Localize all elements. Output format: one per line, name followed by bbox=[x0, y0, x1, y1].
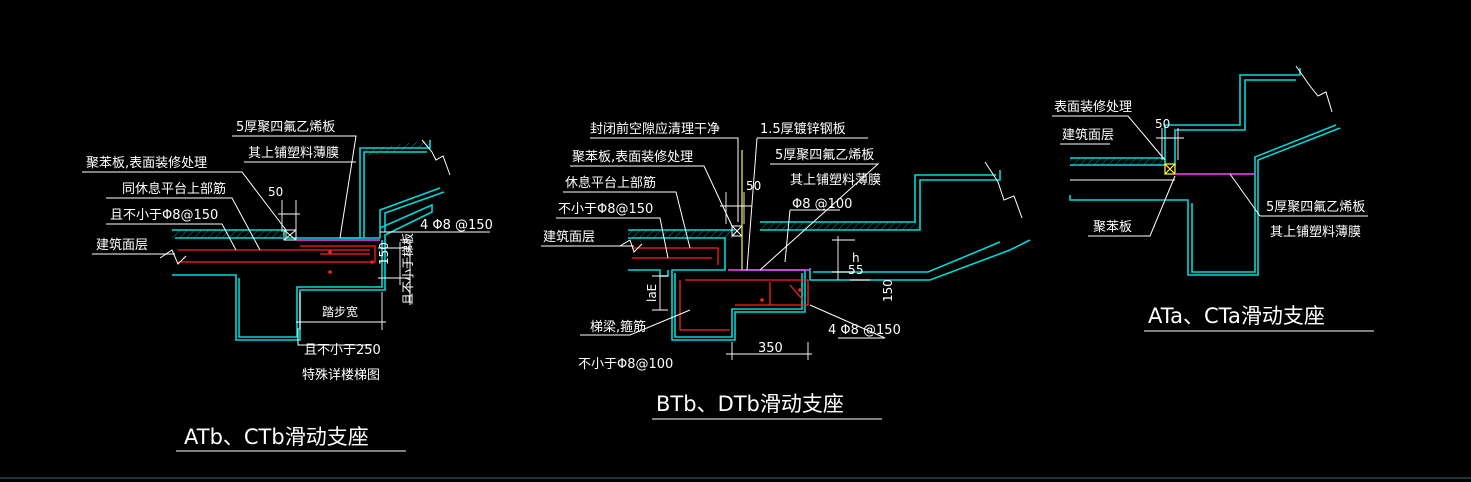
detail-btb: 封闭前空隙应清理干净 1.5厚镀锌钢板 聚苯板,表面装修处理 5厚聚四氟乙烯板 … bbox=[541, 121, 1031, 420]
btb-concrete-outline bbox=[628, 170, 1001, 341]
atb-rebar bbox=[178, 245, 376, 263]
btb-label-floor-layer: 建筑面层 bbox=[543, 229, 595, 245]
btb-label-bar-phi8: Φ8 @100 bbox=[792, 197, 852, 212]
ata-filler bbox=[1164, 163, 1176, 175]
detail-atb: 5厚聚四氟乙烯板 其上铺塑料薄膜 聚苯板,表面装修处理 同休息平台上部筋 50 … bbox=[82, 120, 493, 452]
atb-label-side-note: 且不小于梯板 bbox=[401, 233, 415, 305]
btb-label-la: laE bbox=[645, 284, 659, 302]
btb-label-min-stirrup: 不小于Φ8@100 bbox=[578, 357, 673, 372]
btb-label-dim-350: 350 bbox=[758, 341, 783, 356]
btb-label-ptfe-2: 其上铺塑料薄膜 bbox=[790, 173, 881, 188]
ata-title: ATa、CTa滑动支座 bbox=[1148, 304, 1325, 328]
atb-label-min-250: 且不小于250 bbox=[304, 343, 381, 358]
atb-foam-block bbox=[283, 229, 297, 241]
btb-label-dim-150: 150 bbox=[881, 279, 895, 302]
btb-label-beam-stirrup: 梯梁,箍筋 bbox=[590, 319, 646, 335]
btb-label-min-bar: 不小于Φ8@150 bbox=[558, 202, 653, 217]
atb-title: ATb、CTb滑动支座 bbox=[184, 425, 369, 449]
ata-label-dim-50: 50 bbox=[1155, 117, 1170, 131]
atb-label-ptfe-2: 其上铺塑料薄膜 bbox=[248, 146, 339, 161]
btb-label-gap-clean: 封闭前空隙应清理干净 bbox=[590, 121, 720, 137]
atb-label-step-width: 踏步宽 bbox=[322, 304, 358, 319]
atb-label-same-as-2: 且不小于Φ8@150 bbox=[110, 208, 218, 223]
btb-label-board-finish: 聚苯板,表面装修处理 bbox=[572, 150, 693, 165]
atb-label-dim-150: 150 bbox=[377, 242, 391, 265]
btb-label-ptfe-1: 5厚聚四氟乙烯板 bbox=[775, 148, 874, 163]
detail-ata: 表面装修处理 建筑面层 50 聚苯板 5厚聚四氟乙烯板 其上铺塑料薄膜 ATa、… bbox=[1052, 65, 1374, 332]
atb-label-bar-4: 4 Φ8 @150 bbox=[420, 218, 493, 233]
btb-label-dim-h: h bbox=[852, 251, 860, 265]
ata-label-floor-layer: 建筑面层 bbox=[1062, 127, 1114, 143]
ata-label-surface-finish: 表面装修处理 bbox=[1054, 100, 1132, 115]
atb-label-ptfe-1: 5厚聚四氟乙烯板 bbox=[236, 120, 335, 135]
atb-label-dim-50: 50 bbox=[268, 185, 283, 199]
btb-label-dim-5b: 5 bbox=[856, 263, 864, 277]
btb-label-dim-5: 5 bbox=[848, 263, 856, 277]
btb-label-bar-4: 4 Φ8 @150 bbox=[828, 323, 901, 338]
ata-label-ptfe-1: 5厚聚四氟乙烯板 bbox=[1266, 200, 1365, 215]
atb-label-same-as-1: 同休息平台上部筋 bbox=[122, 181, 226, 197]
ata-label-ptfe-2: 其上铺塑料薄膜 bbox=[1270, 225, 1361, 240]
atb-label-board-finish: 聚苯板,表面装修处理 bbox=[86, 156, 207, 171]
btb-rebar bbox=[632, 247, 809, 331]
atb-label-see-stair: 特殊详楼梯图 bbox=[302, 368, 380, 383]
btb-label-dim-50: 50 bbox=[746, 179, 761, 193]
btb-label-landing-bar: 休息平台上部筋 bbox=[565, 175, 656, 191]
atb-concrete-outline bbox=[172, 203, 433, 341]
ata-label-foam-board: 聚苯板 bbox=[1093, 220, 1132, 235]
btb-title: BTb、DTb滑动支座 bbox=[656, 392, 844, 416]
atb-upper-stair bbox=[340, 140, 431, 239]
atb-label-floor-layer: 建筑面层 bbox=[96, 237, 148, 253]
btb-label-steel-plate: 1.5厚镀锌钢板 bbox=[760, 121, 846, 137]
